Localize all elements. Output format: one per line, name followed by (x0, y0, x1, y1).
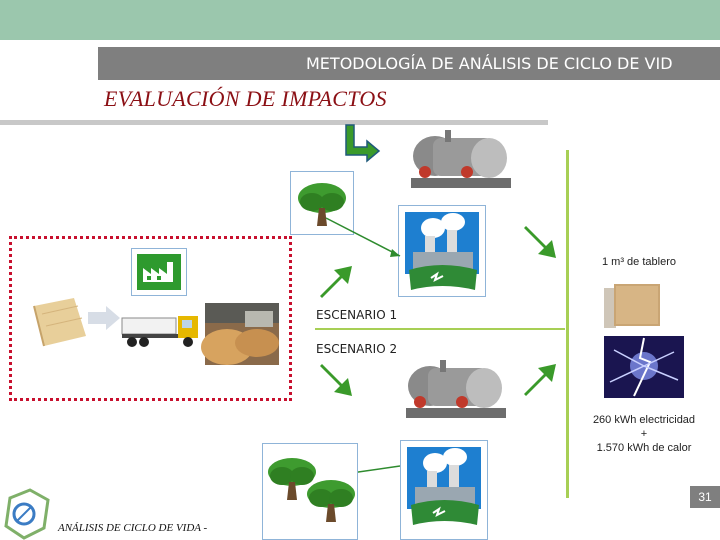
truck-image (122, 312, 202, 350)
board-sample-image (604, 282, 662, 328)
wood-chips-image (205, 303, 279, 365)
output-energy-line2: 1.570 kWh de calor (578, 442, 710, 454)
scenario-1-label: ESCENARIO 1 (316, 308, 397, 322)
tree-icon (305, 478, 357, 524)
output-energy-plus: + (578, 428, 710, 440)
arrow-icon (520, 222, 560, 262)
output-product-label: 1 m³ de tablero (594, 256, 684, 268)
arrow-icon (316, 262, 356, 302)
factory-icon (137, 254, 181, 290)
wood-board-image (30, 296, 88, 348)
arrow-icon (520, 360, 560, 400)
scenario-2-label: ESCENARIO 2 (316, 342, 397, 356)
power-plant-icon (407, 447, 481, 527)
boiler-icon (400, 358, 512, 426)
lightning-image (604, 336, 684, 398)
flow-divider (566, 150, 569, 498)
arrow-icon (316, 360, 356, 400)
output-energy-line1: 260 kWh electricidad (578, 414, 710, 426)
grey-arrow-icon (88, 306, 122, 330)
page-number: 31 (690, 486, 720, 508)
logo-icon (0, 488, 52, 540)
footer-text: ANÁLISIS DE CICLO DE VIDA - (58, 522, 207, 534)
